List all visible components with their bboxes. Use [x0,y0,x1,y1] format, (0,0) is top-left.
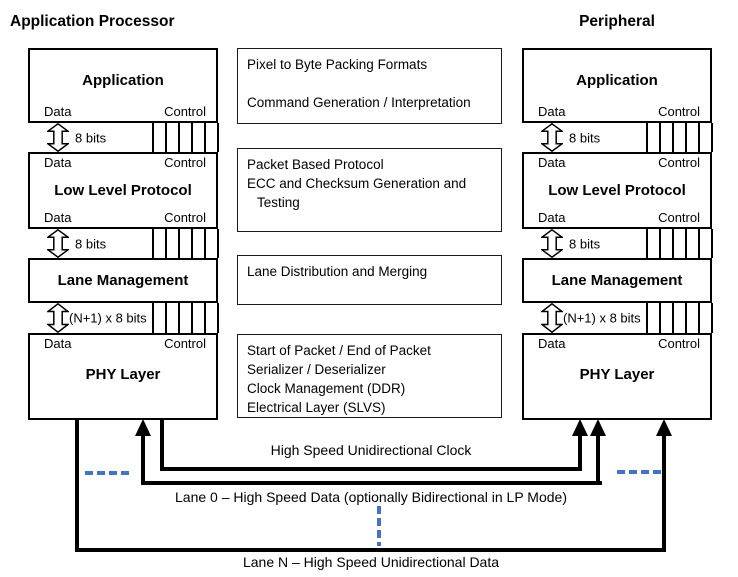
right-phy-label: PHY Layer [579,366,655,383]
more-lanes-ellipsis-left-icon [85,471,130,475]
right-app-control-port-label: Control [658,104,700,119]
left-application-label: Application [82,72,164,89]
clock-line-horizontal [160,467,582,471]
bidirectional-data-arrow-icon [47,229,69,258]
right-lane-management-label: Lane Management [551,272,683,289]
lane0-left-arrowhead-icon [135,419,151,436]
left-phy-data-port: Data [44,336,72,351]
peripheral-title: Peripheral [579,13,655,30]
function-text-line: Packet Based Protocol [247,157,384,172]
left-phy-control-port: Control [164,336,206,351]
right-bus-n-lanes-label: (N+1) x 8 bits [563,310,641,326]
right-llp-data-port-top: Data [538,155,566,170]
right-llp-control-port-top: Control [658,155,700,170]
function-box-lane-management: Lane Distribution and Merging [237,255,502,305]
left-llp-data-port-bottom: Data [44,210,72,225]
clock-line-left-vertical [160,420,164,471]
right-low-level-protocol-box: Data Control Low Level Protocol Data Con… [522,152,712,229]
bidirectional-data-arrow-icon [47,303,69,333]
right-llp-data-port-bottom: Data [538,210,566,225]
clock-link-label: High Speed Unidirectional Clock [270,442,472,458]
bidirectional-data-arrow-icon [541,303,563,333]
right-phy-data-port: Data [538,336,566,351]
right-gap-app-llp: 8 bits [522,123,713,152]
function-text-line: Electrical Layer (SLVS) [247,400,386,415]
left-phy-layer-box: Data Control PHY Layer [28,333,218,420]
left-llp-control-port-top: Control [164,155,206,170]
laneN-line-left-vertical [75,420,79,552]
laneN-line-right-vertical [662,434,666,552]
lane0-link-label: Lane 0 – High Speed Data (optionally Bid… [175,489,567,505]
left-app-control-port-label: Control [164,104,206,119]
control-signal-lines [646,229,713,258]
function-box-application: Pixel to Byte Packing Formats Command Ge… [237,48,502,124]
function-text-line: Lane Distribution and Merging [247,264,428,279]
control-signal-lines [646,303,713,333]
function-text-line [247,74,493,93]
control-signal-lines [152,229,219,258]
right-llp-label: Low Level Protocol [548,182,686,199]
left-llp-data-port-top: Data [44,155,72,170]
left-low-level-protocol-box: Data Control Low Level Protocol Data Con… [28,152,218,229]
function-box-low-level-protocol: Packet Based Protocol ECC and Checksum G… [237,148,502,232]
function-text-line: ECC and Checksum Generation and [247,176,467,191]
left-lane-management-label: Lane Management [57,272,189,289]
right-lane-management-box: Lane Management [522,258,712,303]
lane0-line-horizontal [141,481,602,485]
left-bus-8bits-label-2: 8 bits [75,236,107,251]
bidirectional-data-arrow-icon [541,123,563,152]
left-application-box: Application Data Control [28,48,218,123]
control-signal-lines [646,123,713,152]
left-lane-management-box: Lane Management [28,258,218,303]
application-processor-title: Application Processor [10,13,175,30]
right-application-label: Application [576,72,658,89]
right-phy-layer-box: Data Control PHY Layer [522,333,712,420]
function-text-line: Clock Management (DDR) [247,381,406,396]
right-llp-control-port-bottom: Control [658,210,700,225]
laneN-line-horizontal [75,548,666,552]
right-gap-lane-phy: (N+1) x 8 bits [522,303,713,333]
right-bus-8bits-label-1: 8 bits [569,130,601,145]
right-app-data-port-label: Data [538,104,566,119]
more-lanes-ellipsis-right-icon [617,470,662,474]
left-bus-8bits-label-1: 8 bits [75,130,107,145]
function-text-line: Pixel to Byte Packing Formats [247,57,428,72]
right-application-box: Application Data Control [522,48,712,123]
left-gap-lane-phy: (N+1) x 8 bits [28,303,219,333]
left-bus-n-lanes-label: (N+1) x 8 bits [69,310,147,326]
right-bus-8bits-label-2: 8 bits [569,236,601,251]
left-llp-control-port-bottom: Control [164,210,206,225]
laneN-arrowhead-icon [656,419,672,436]
clock-line-right-vertical [578,434,582,471]
right-phy-control-port: Control [658,336,700,351]
left-phy-label: PHY Layer [85,366,161,383]
laneN-link-label: Lane N – High Speed Unidirectional Data [242,554,500,570]
function-box-phy-layer: Start of Packet / End of Packet Serializ… [237,334,502,418]
control-signal-lines [152,123,219,152]
more-lanes-ellipsis-vertical-icon [377,506,381,546]
function-text-line: Testing [257,195,300,210]
control-signal-lines [152,303,219,333]
bidirectional-data-arrow-icon [541,229,563,258]
function-text-line: Serializer / Deserializer [247,362,386,377]
lane0-line-right-vertical [596,434,600,485]
left-llp-label: Low Level Protocol [54,182,192,199]
bidirectional-data-arrow-icon [47,123,69,152]
lane0-line-left-vertical [141,434,145,485]
function-text-line: Command Generation / Interpretation [247,95,471,110]
clock-arrowhead-icon [572,419,588,436]
left-gap-llp-lane: 8 bits [28,229,219,258]
function-text-line: Start of Packet / End of Packet [247,343,431,358]
left-app-data-port-label: Data [44,104,72,119]
right-gap-llp-lane: 8 bits [522,229,713,258]
left-gap-app-llp: 8 bits [28,123,219,152]
lane0-right-arrowhead-icon [590,419,606,436]
